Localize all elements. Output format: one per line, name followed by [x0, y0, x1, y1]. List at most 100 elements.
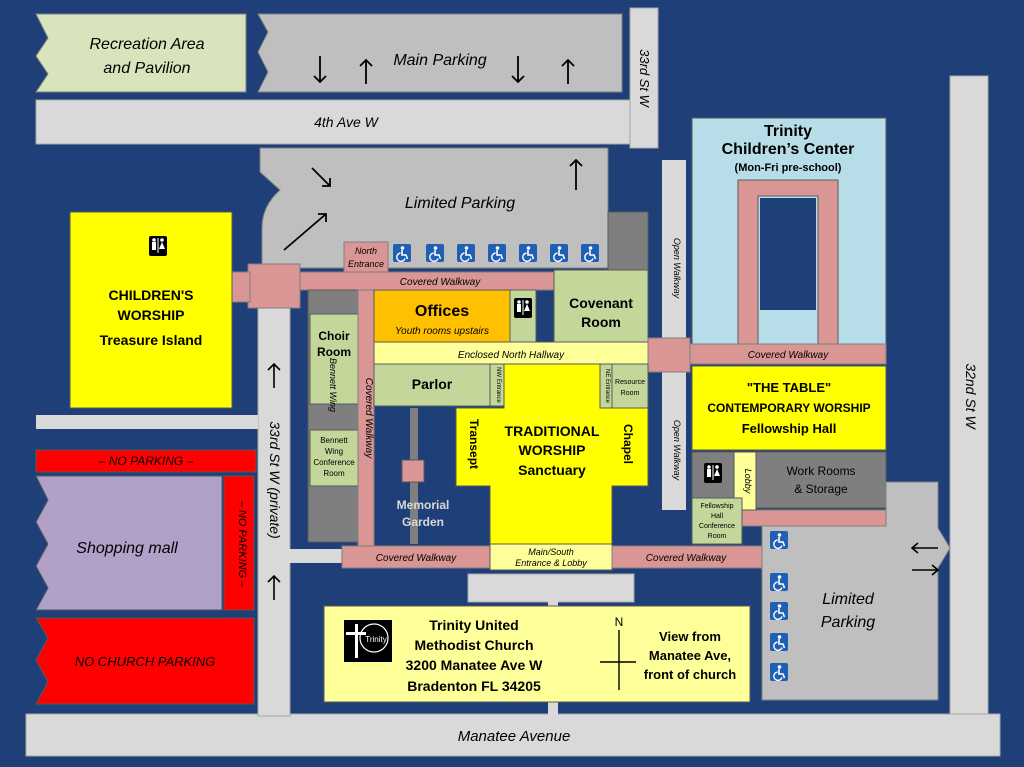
south-drive — [288, 549, 348, 563]
recreation-label: Recreation Area — [89, 36, 204, 53]
svg-text:Lobby: Lobby — [743, 469, 753, 494]
wheelchair-icon — [580, 243, 600, 263]
work-rooms-storage — [755, 451, 887, 509]
svg-text:Work Rooms: Work Rooms — [786, 464, 855, 478]
walkway-stub-west — [231, 271, 251, 303]
the-table-label: "THE TABLE" — [747, 380, 831, 395]
limited-parking-north-label: Limited Parking — [405, 195, 515, 212]
wheelchair-icon — [769, 632, 789, 652]
fourth-ave-label: 4th Ave W — [314, 114, 380, 130]
church-name: Trinity United — [429, 617, 518, 633]
limited-parking-east-label: Limited — [822, 591, 875, 608]
svg-text:N: N — [615, 615, 624, 629]
memorial-garden-label: Memorial — [397, 498, 450, 512]
mid-drive-right — [662, 160, 686, 510]
north-gray-block — [607, 211, 649, 271]
svg-text:Treasure Island: Treasure Island — [100, 332, 203, 348]
svg-text:3200 Manatee Ave W: 3200 Manatee Ave W — [406, 657, 543, 673]
main-parking-label: Main Parking — [393, 52, 486, 69]
svg-text:Room: Room — [323, 469, 345, 478]
svg-text:Garden: Garden — [402, 515, 444, 529]
covenant-room-label: Covenant — [569, 295, 633, 311]
wheelchair-icon — [769, 601, 789, 621]
resource-room — [611, 363, 649, 409]
shopping-mall — [35, 475, 223, 611]
no-church-parking-label: NO CHURCH PARKING — [75, 654, 216, 669]
wheelchair-icon — [392, 243, 412, 263]
svg-text:WORSHIP: WORSHIP — [519, 442, 586, 458]
svg-text:Children’s Center: Children’s Center — [722, 141, 855, 158]
svg-text:Covered Walkway: Covered Walkway — [748, 350, 829, 361]
svg-text:Fellowship Hall: Fellowship Hall — [742, 421, 837, 436]
no-church-parking — [35, 617, 255, 705]
svg-text:Bennett: Bennett — [320, 436, 348, 445]
open-walkway-label: Open Walkway — [672, 238, 682, 299]
choir-room-label: Choir — [318, 329, 350, 343]
thirty-third-private-road — [257, 295, 291, 717]
svg-text:Resource: Resource — [615, 379, 645, 386]
legend-box — [323, 605, 751, 703]
svg-text:Youth rooms upstairs: Youth rooms upstairs — [395, 326, 489, 337]
wheelchair-icon — [769, 572, 789, 592]
wheelchair-icon — [549, 243, 569, 263]
svg-text:Bradenton FL 34205: Bradenton FL 34205 — [407, 678, 541, 694]
svg-text:(Mon-Fri pre-school): (Mon-Fri pre-school) — [735, 162, 842, 174]
restroom-icon — [704, 463, 722, 483]
fourth-ave-road — [35, 99, 657, 145]
svg-text:Room: Room — [621, 390, 640, 397]
parlor-label: Parlor — [412, 376, 453, 392]
arrow-icon — [313, 56, 575, 84]
covenant-room — [553, 269, 649, 343]
svg-text:Room: Room — [708, 533, 727, 540]
fellowship-conference-room — [691, 497, 743, 545]
svg-text:Methodist Church: Methodist Church — [415, 637, 534, 653]
svg-text:Parking: Parking — [821, 614, 875, 631]
garden-feature — [401, 459, 425, 483]
manatee-avenue-label: Manatee Avenue — [458, 728, 571, 745]
wheelchair-icon — [425, 243, 445, 263]
svg-text:Hall: Hall — [711, 513, 724, 520]
svg-text:NW Entrance: NW Entrance — [495, 367, 501, 403]
covered-walkway-east — [689, 343, 887, 365]
covered-walkway-label: Covered Walkway — [400, 277, 481, 288]
restroom-icon — [149, 236, 167, 256]
svg-text:& Storage: & Storage — [794, 482, 848, 496]
svg-text:Conference: Conference — [313, 458, 355, 467]
svg-text:Covered Walkway: Covered Walkway — [363, 378, 374, 459]
thirty-third-top-label: 33rd St W — [637, 49, 652, 109]
south-entrance-drive — [467, 573, 635, 603]
walkway-east-strip — [741, 509, 887, 527]
transept-label: Transept — [467, 419, 481, 469]
trinity-logo: Trinity — [344, 620, 392, 662]
manatee-avenue-road — [25, 713, 1001, 757]
thirty-third-private-label: 33rd St W (private) — [267, 421, 283, 538]
thirty-second-st-road — [949, 75, 989, 757]
wheelchair-icon — [769, 530, 789, 550]
thirty-second-label: 32nd St W — [963, 363, 979, 430]
offices-label: Offices — [415, 303, 469, 320]
childrens-center-courtyard-dark — [760, 198, 816, 310]
offices — [373, 289, 511, 343]
svg-text:CONTEMPORARY WORSHIP: CONTEMPORARY WORSHIP — [707, 401, 870, 415]
walkway-junction-west — [247, 263, 301, 309]
parlor — [373, 363, 491, 407]
childrens-center-courtyard — [760, 310, 816, 342]
the-table-fellowship-hall — [691, 365, 887, 451]
no-parking-vertical — [223, 475, 255, 611]
svg-text:Enclosed North Hallway: Enclosed North Hallway — [458, 350, 565, 361]
svg-text:– NO PARKING –: – NO PARKING – — [98, 454, 194, 468]
thirty-third-st-road-top — [629, 7, 659, 149]
shopping-mall-label: Shopping mall — [76, 540, 178, 557]
wheelchair-icon — [518, 243, 538, 263]
svg-text:Entrance: Entrance — [348, 259, 384, 269]
svg-text:WORSHIP: WORSHIP — [118, 307, 185, 323]
svg-text:Trinity: Trinity — [365, 635, 386, 644]
main-parking — [257, 13, 623, 93]
arrow-icon — [267, 362, 281, 600]
wheelchair-icon — [769, 662, 789, 682]
main-south-entrance — [489, 543, 613, 571]
chapel-label: Chapel — [621, 424, 635, 464]
svg-text:Room: Room — [581, 314, 621, 330]
wheelchair-icon — [456, 243, 476, 263]
